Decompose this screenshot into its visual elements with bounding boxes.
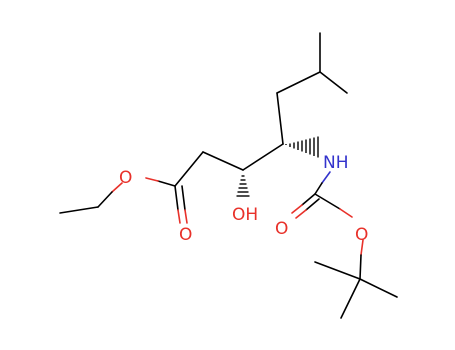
atom-boc-carbonyl-oxygen: O	[275, 219, 288, 239]
bond-c1-o-double-b-red	[184, 209, 188, 224]
bond-tbu-methyl-right	[359, 278, 398, 298]
bond-nh-boc-c-blue	[321, 171, 331, 184]
hash-wedge-c3-oh	[236, 175, 250, 197]
bond-c1-o-double-a	[174, 185, 179, 211]
bond-boc-co-double-b	[305, 198, 320, 211]
bond-c2-c1	[174, 151, 204, 187]
bond-c1-oester-red	[145, 177, 159, 182]
atom-boc-ester-oxygen: O	[355, 225, 368, 245]
bond-oester-ethyl-red	[111, 182, 123, 193]
bond-tbu-methyl-bottom	[340, 278, 361, 319]
bond-c1-o-double-a-red	[177, 209, 181, 224]
bond-boc-co-double-a-red	[291, 204, 303, 214]
bond-boc-co-double-b-red	[295, 209, 307, 219]
bond-nh-boc-c	[314, 182, 323, 195]
bond-c4-c3	[242, 143, 284, 171]
bond-boc-c-o	[314, 193, 341, 210]
bond-c1-oester	[157, 180, 176, 187]
bond-oester-ethyl	[97, 191, 113, 208]
atom-carbonyl-oxygen: O	[179, 225, 192, 245]
bond-isobutyl-ch3-right	[319, 71, 348, 94]
bond-boc-c-o-red	[339, 208, 353, 218]
bond-boc-o-tbu	[359, 254, 362, 280]
atom-amine: NH	[323, 153, 349, 173]
bond-ethyl-ch3	[59, 206, 99, 214]
bond-boc-co-double-a	[301, 193, 316, 206]
bond-c3-c2	[202, 151, 244, 171]
bond-c1-o-double-b	[181, 185, 186, 211]
atom-hydroxyl: OH	[232, 205, 258, 225]
atom-ester-oxygen: O	[119, 168, 132, 188]
bond-isobutyl-ch-ch2	[276, 71, 321, 94]
bond-ch2-c4	[276, 92, 284, 145]
hash-wedge-c4-nh	[285, 136, 319, 158]
bond-tbu-methyl-left	[314, 261, 361, 280]
bond-boc-o-tbu-red	[360, 239, 364, 256]
